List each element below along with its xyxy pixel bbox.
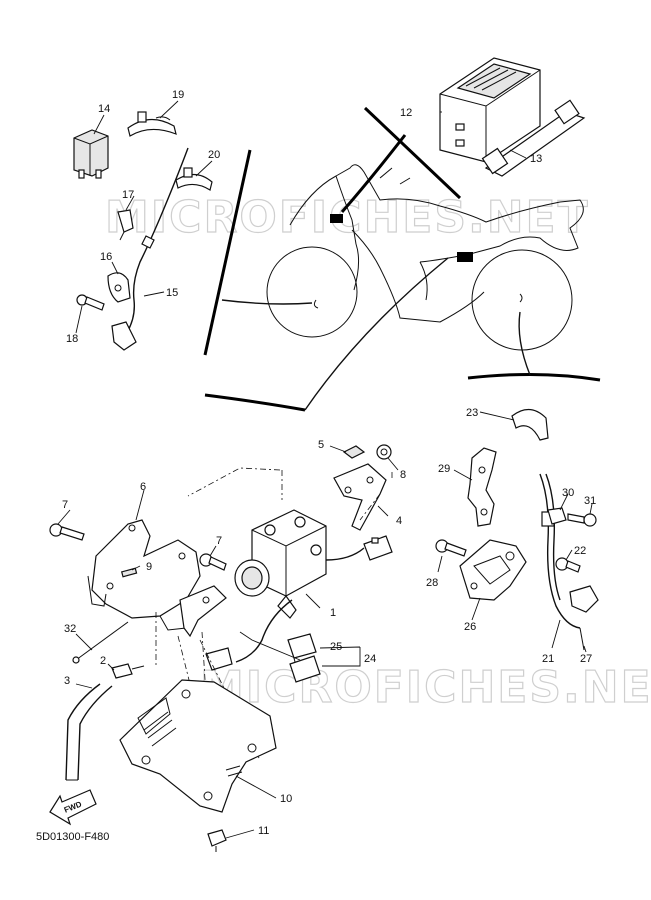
label-part-3: 3 [64, 675, 70, 687]
connector-near-part-1 [363, 535, 393, 561]
clamp-part-20 [175, 167, 213, 191]
label-part-13: 13 [530, 153, 542, 165]
label-part-5: 5 [318, 439, 324, 451]
screw-part-11 [207, 829, 227, 852]
coupler-part-25b [289, 655, 321, 683]
callout-line-abs [204, 393, 306, 412]
label-part-20: 20 [208, 149, 220, 161]
label-part-23: 23 [466, 407, 478, 419]
leader-lines [57, 100, 593, 839]
bolt-part-22 [555, 557, 581, 573]
label-part-21: 21 [542, 653, 554, 665]
front-sensor-group [73, 111, 213, 351]
rear-wheel-sensor [569, 585, 599, 613]
wheel-sensor [111, 321, 137, 351]
label-part-30: 30 [562, 487, 574, 499]
control-unit-part-12 [439, 57, 541, 163]
part-number-labels: 14 19 20 17 16 15 18 12 13 5 8 4 1 6 7 7… [62, 89, 596, 837]
bolt-part-31 [567, 513, 597, 527]
label-part-31: 31 [584, 495, 596, 507]
label-part-2: 2 [100, 655, 106, 667]
sensor-wire-15 [125, 147, 189, 335]
wire-part-32 [75, 621, 129, 661]
bolt-part-28 [435, 539, 467, 557]
label-part-29: 29 [438, 463, 450, 475]
label-part-6: 6 [140, 481, 146, 493]
clamp-part-19 [127, 111, 177, 137]
label-part-4: 4 [396, 515, 402, 527]
label-part-15: 15 [166, 287, 178, 299]
label-part-11: 11 [258, 825, 269, 837]
label-part-12: 12 [400, 107, 412, 119]
label-part-14: 14 [98, 103, 110, 115]
bolt-part-18 [76, 294, 105, 311]
strap-part-13 [481, 99, 586, 177]
label-part-16: 16 [100, 251, 112, 263]
hose-part-3 [65, 683, 101, 781]
cover-part-10 [119, 679, 277, 813]
fitting-part-2 [111, 663, 145, 679]
diagram-code: 5D01300-F480 [36, 831, 109, 843]
watermark-top: MICROFICHES.NET [105, 192, 590, 243]
callout-line-ecu [363, 106, 462, 200]
label-part-28: 28 [426, 577, 438, 589]
nut-part-8 [376, 444, 392, 460]
relay-part-14 [73, 129, 109, 179]
label-part-9: 9 [146, 561, 152, 573]
bracket-part-29 [467, 447, 497, 527]
bracket-part-4 [333, 463, 387, 531]
label-part-24: 24 [364, 653, 376, 665]
label-part-7b: 7 [216, 535, 222, 547]
clip-part-30 [547, 507, 567, 525]
label-part-10: 10 [280, 793, 292, 805]
bracket-part-26 [459, 539, 527, 601]
rear-sensor-group [435, 408, 599, 651]
motorcycle-outline [266, 164, 584, 351]
callout-line-rear-bracket [467, 372, 601, 382]
label-part-25: 25 [330, 641, 342, 653]
abs-hydraulic-unit-part-1 [234, 509, 327, 619]
abs-harness [235, 547, 365, 663]
label-part-26: 26 [464, 621, 476, 633]
bolt-part-7b [199, 553, 227, 571]
label-part-1: 1 [330, 607, 336, 619]
bolt-part-7a [49, 523, 85, 541]
label-part-7a: 7 [62, 499, 68, 511]
label-part-17: 17 [122, 189, 134, 201]
damper-part-5 [342, 445, 366, 459]
bracket-part-16 [107, 272, 131, 303]
label-part-8: 8 [400, 469, 406, 481]
label-part-32: 32 [64, 623, 76, 635]
label-part-22: 22 [574, 545, 586, 557]
watermark-bottom: MICROFICHES.NET [200, 662, 651, 713]
label-part-18: 18 [66, 333, 78, 345]
sensor-cable-21 [539, 473, 581, 629]
grommet-part-9 [120, 567, 138, 578]
label-part-19: 19 [172, 89, 184, 101]
abs-unit-group [49, 444, 393, 791]
label-part-27: 27 [580, 653, 592, 665]
bracket-part-6 [87, 519, 227, 638]
callout-line-front-sensor [203, 149, 252, 356]
fwd-arrow-icon: FWD [49, 789, 97, 826]
clip-part-17 [117, 209, 134, 241]
clamp-part-23 [511, 408, 549, 441]
